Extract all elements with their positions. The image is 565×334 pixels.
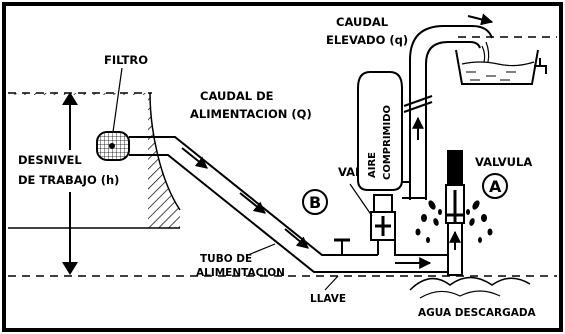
water-stream xyxy=(481,41,490,63)
air-chamber xyxy=(357,71,403,191)
caudal-alimentacion-label-2: ALIMENTACION (Q) xyxy=(190,107,312,121)
tubo-label-1: TUBO DE xyxy=(200,253,252,265)
pipe-break-2 xyxy=(403,101,433,113)
valve-b-neck xyxy=(373,194,393,212)
flow-arrow-3 xyxy=(284,228,309,249)
valvula-a-label: VALVULA xyxy=(475,155,532,169)
discharged-water-2 xyxy=(419,290,501,299)
supply-pipe-bottom xyxy=(129,154,378,273)
pipe-break-1 xyxy=(403,95,433,107)
height-arrow-top xyxy=(62,92,78,105)
delivery-tank xyxy=(455,49,539,85)
delivery-pipe-outer xyxy=(409,25,493,200)
supply-pipe-top xyxy=(129,136,378,256)
comprimido-label: COMPRIMIDO xyxy=(382,105,393,180)
flow-arrow-1 xyxy=(181,147,208,169)
filter-center xyxy=(109,143,115,149)
filtro-label: FILTRO xyxy=(104,53,148,67)
flow-arrow-2 xyxy=(239,192,266,214)
desnivel-label-2: DE TRABAJO (h) xyxy=(18,173,119,187)
valvula-b-pointer xyxy=(349,183,373,217)
water-splash xyxy=(415,200,493,243)
caudal-elevado-label-1: CAUDAL xyxy=(336,15,389,29)
faucet xyxy=(534,65,547,74)
discharged-water xyxy=(409,276,531,291)
aire-label: AIRE xyxy=(367,152,378,178)
llave-label: LLAVE xyxy=(310,293,346,305)
marker-b-text: B xyxy=(309,193,321,212)
tubo-label-2: ALIMENTACION xyxy=(196,267,285,279)
filter-pointer xyxy=(112,67,123,133)
desnivel-label-1: DESNIVEL xyxy=(18,153,82,167)
tank-water xyxy=(461,61,535,67)
marker-b-circle xyxy=(302,189,328,215)
valve-a-weight xyxy=(447,150,463,185)
llave-pointer xyxy=(324,275,339,291)
marker-a-text: A xyxy=(489,177,502,196)
caudal-alimentacion-label-1: CAUDAL DE xyxy=(200,89,274,103)
tubo-pointer xyxy=(247,243,276,256)
agua-descargada-label: AGUA DESCARGADA xyxy=(418,307,537,319)
flow-arrow-top xyxy=(467,13,494,26)
delivery-pipe-joint xyxy=(402,181,426,199)
marker-a-circle xyxy=(482,173,508,199)
tank-water-ripples xyxy=(466,71,516,81)
caudal-elevado-label-2: ELEVADO (q) xyxy=(326,33,408,47)
delivery-pipe-inner xyxy=(425,41,481,200)
height-arrow-bottom xyxy=(62,262,78,275)
